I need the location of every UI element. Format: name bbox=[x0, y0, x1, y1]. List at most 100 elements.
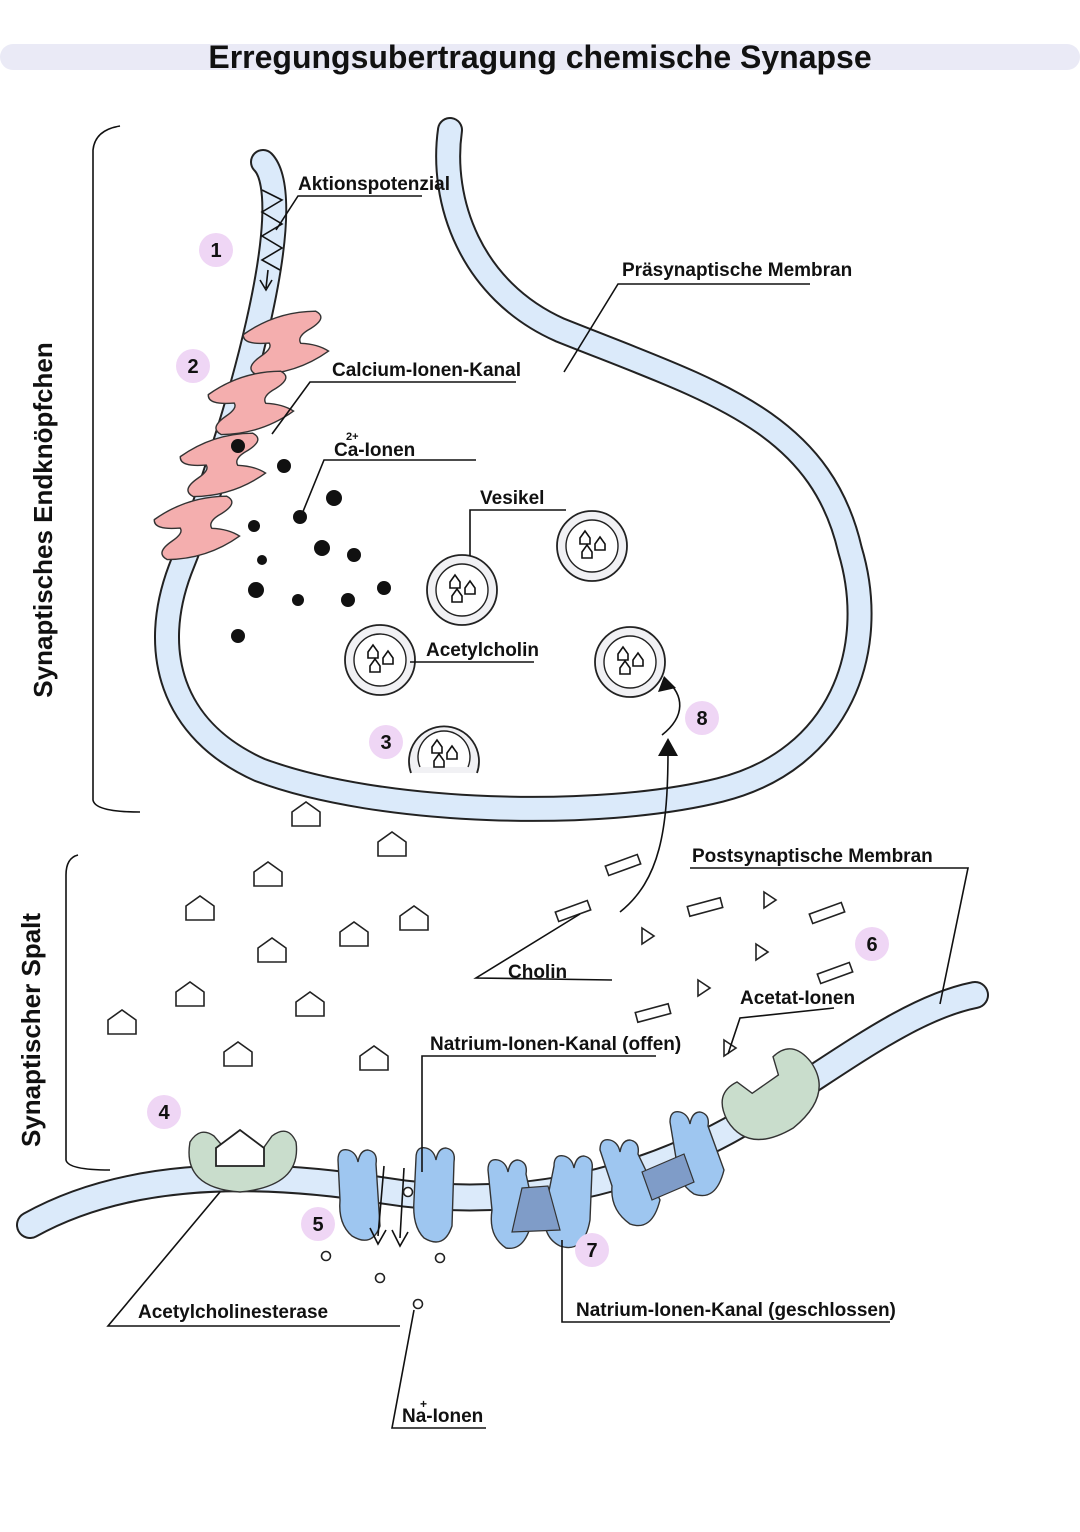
step-number: 2 bbox=[187, 356, 198, 378]
sodium-channel-closed bbox=[599, 1111, 725, 1227]
recycle-arrowhead bbox=[658, 676, 676, 692]
ca-ion-dot bbox=[341, 593, 355, 607]
step-badge bbox=[147, 1095, 181, 1129]
choline-molecule bbox=[604, 853, 642, 877]
step-badge bbox=[301, 1207, 335, 1241]
acetylcholinesterase-enzyme bbox=[188, 1128, 298, 1193]
presynaptic-membrane bbox=[154, 117, 873, 822]
acetate-ion bbox=[641, 926, 656, 946]
leader-postsynaptische-membran bbox=[690, 867, 969, 1005]
ca-ion-dot bbox=[231, 629, 245, 643]
label-ca-charge: 2+ bbox=[346, 431, 359, 443]
acetylcholine-molecule bbox=[223, 1041, 253, 1067]
step-badge bbox=[855, 927, 889, 961]
acetylcholine-molecule bbox=[107, 1009, 137, 1035]
step-number: 1 bbox=[210, 240, 221, 262]
label-ca-ionen: Ca-Ionen bbox=[334, 440, 415, 461]
choline-molecules bbox=[554, 853, 854, 1024]
acetate-ion bbox=[763, 890, 778, 910]
label-cholin: Cholin bbox=[508, 962, 567, 983]
acetylcholine-molecule bbox=[253, 861, 283, 887]
acetylcholine-molecule bbox=[377, 831, 407, 857]
leader-natrium-geschlossen bbox=[561, 1240, 890, 1323]
side-label-endknoepfchen: Synaptisches Endknöpfchen bbox=[28, 342, 58, 697]
step-number: 3 bbox=[380, 732, 391, 754]
label-aktionspotenzial: Aktionspotenzial bbox=[298, 174, 450, 195]
step-number: 4 bbox=[158, 1102, 170, 1124]
leader-acetat-ionen bbox=[727, 1007, 835, 1055]
sodium-influx-arrow bbox=[391, 1167, 409, 1248]
ca-ion-dot bbox=[277, 459, 291, 473]
ca-ion-dot bbox=[314, 540, 330, 556]
step-number: 7 bbox=[586, 1240, 597, 1262]
vesicle bbox=[344, 624, 416, 696]
step-badge bbox=[575, 1233, 609, 1267]
calcium-channel-group bbox=[153, 310, 330, 561]
ca-ion-dot bbox=[293, 510, 307, 524]
label-na-ionen: Na-Ionen bbox=[402, 1406, 483, 1427]
na-ion bbox=[320, 1250, 332, 1262]
label-vesikel: Vesikel bbox=[480, 488, 544, 509]
acetylcholine-molecule bbox=[257, 937, 287, 963]
vesicle bbox=[594, 626, 666, 698]
acetylcholine-molecule bbox=[185, 895, 215, 921]
acetylcholine-molecule bbox=[399, 905, 429, 931]
choline-molecule bbox=[808, 901, 846, 925]
label-na-charge: + bbox=[420, 1397, 427, 1411]
choline-molecule bbox=[634, 1002, 672, 1024]
vesicle-group bbox=[344, 510, 666, 774]
ca-ion-dot bbox=[347, 548, 361, 562]
step-number: 5 bbox=[312, 1214, 323, 1236]
label-calcium-kanal: Calcium-Ionen-Kanal bbox=[332, 360, 521, 381]
sodium-ions bbox=[320, 1186, 446, 1310]
calcium-channel bbox=[207, 370, 295, 436]
acetate-ion bbox=[697, 978, 712, 998]
leader-praesynaptische-membran bbox=[563, 283, 810, 373]
sodium-channel-closed bbox=[487, 1155, 594, 1249]
acetylcholine-molecule bbox=[291, 801, 321, 827]
calcium-channel bbox=[242, 310, 330, 376]
acetylcholine-molecules bbox=[107, 801, 429, 1071]
leader-natrium-offen bbox=[421, 1055, 656, 1172]
step-badge bbox=[369, 725, 403, 759]
bound-acetylcholine bbox=[215, 1128, 265, 1167]
choline-molecule bbox=[816, 961, 854, 985]
acetylcholine-molecule bbox=[359, 1045, 389, 1071]
na-ion bbox=[374, 1272, 386, 1284]
acetylcholinesterase-enzyme bbox=[721, 1048, 820, 1141]
label-acetylcholin: Acetylcholin bbox=[426, 640, 539, 661]
leader-lines bbox=[106, 195, 969, 1429]
step-number: 8 bbox=[696, 708, 707, 730]
na-ion bbox=[434, 1252, 446, 1264]
recycle-arrow bbox=[619, 749, 669, 913]
calcium-channel bbox=[153, 495, 241, 561]
label-acetat-ionen: Acetat-Ionen bbox=[740, 988, 855, 1009]
acetate-ions bbox=[641, 890, 778, 1058]
ca-ion-dot bbox=[248, 520, 260, 532]
bracket-endknoepfchen bbox=[92, 125, 141, 813]
leader-aktionspotenzial bbox=[275, 195, 422, 231]
ca-ion-dot bbox=[292, 594, 304, 606]
step-badge bbox=[685, 701, 719, 735]
step-badge bbox=[199, 233, 233, 267]
ca-ion-dot bbox=[248, 582, 264, 598]
ca-ion-dot bbox=[231, 439, 245, 453]
channel-gate bbox=[641, 1153, 695, 1201]
label-acetylcholinesterase: Acetylcholinesterase bbox=[138, 1302, 328, 1323]
step-number: 6 bbox=[866, 934, 877, 956]
acetylcholine-molecule bbox=[339, 921, 369, 947]
vesicle-fusing bbox=[408, 725, 480, 774]
leader-na-ionen bbox=[391, 1309, 486, 1429]
label-natrium-geschlossen: Natrium-Ionen-Kanal (geschlossen) bbox=[576, 1300, 896, 1321]
leader-ca-ionen bbox=[301, 459, 476, 515]
leader-cholin bbox=[473, 913, 613, 981]
na-ion bbox=[412, 1298, 424, 1310]
side-label-spalt: Synaptischer Spalt bbox=[16, 913, 46, 1147]
choline-molecule bbox=[686, 896, 724, 918]
step-badges: 1 2 3 4 5 6 7 8 bbox=[147, 233, 889, 1267]
leader-acetylcholinesterase bbox=[106, 1191, 400, 1327]
leader-vesikel bbox=[469, 509, 566, 556]
leader-calcium-kanal bbox=[271, 381, 516, 435]
label-praesynaptische-membran: Präsynaptische Membran bbox=[622, 260, 852, 281]
